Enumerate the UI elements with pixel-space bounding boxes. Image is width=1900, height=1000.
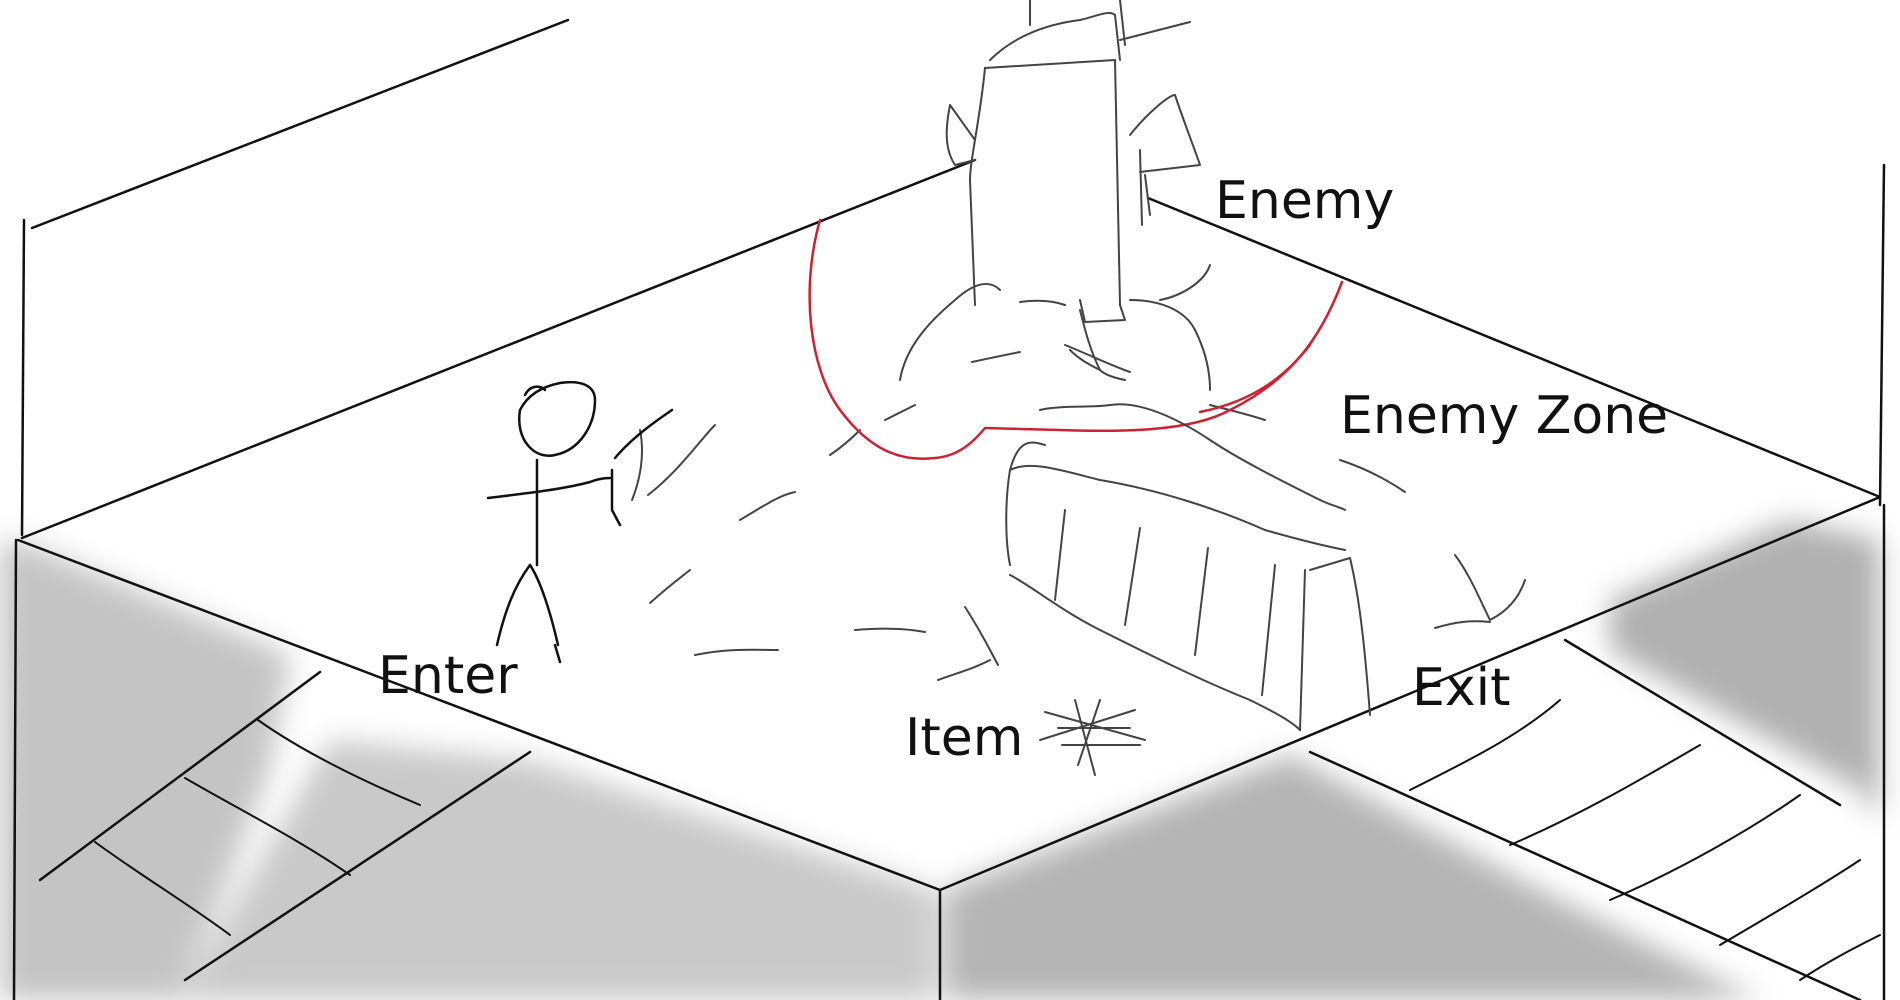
back-walls xyxy=(22,20,1884,535)
pit-shadow-front-right xyxy=(945,755,1760,1000)
enemy-tower xyxy=(900,0,1210,390)
enemy-zone-label: Enemy Zone xyxy=(1340,390,1668,442)
exit-label: Exit xyxy=(1412,662,1510,714)
item-label: Item xyxy=(905,712,1023,764)
pit-shadow-right xyxy=(1610,520,1880,820)
enemy-zone-boundary xyxy=(810,220,1342,459)
player-figure xyxy=(488,382,672,662)
barrier-block xyxy=(1006,404,1370,730)
item-sparkle-icon xyxy=(1040,700,1145,775)
enter-label: Enter xyxy=(378,650,518,702)
pit-shadow-front-left xyxy=(180,740,935,1000)
enemy-label: Enemy xyxy=(1215,175,1394,227)
